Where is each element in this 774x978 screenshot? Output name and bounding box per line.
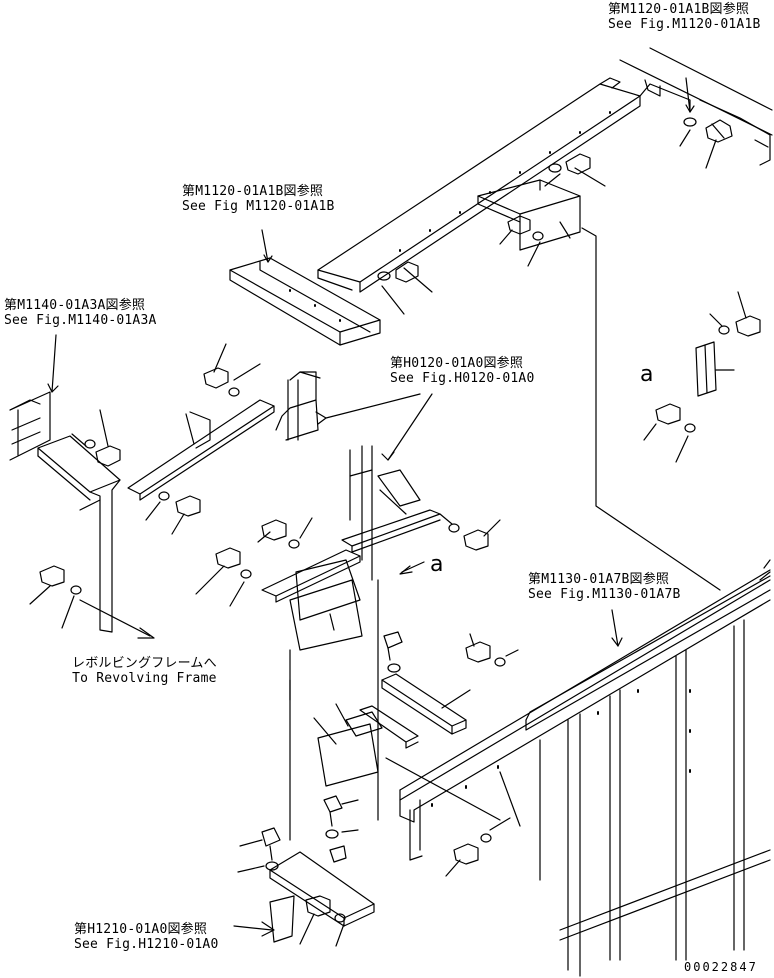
upper-left-horizontal-bracket	[127, 399, 275, 501]
left-frame-bracket	[9, 334, 59, 461]
bolt-channel	[377, 261, 433, 315]
ref-top-right-jp: 第M1120-01A1B図参照	[608, 2, 750, 17]
ref-upper-mid-jp: 第M1120-01A1B図参照	[182, 184, 324, 199]
revolving-frame-note: レボルビングフレームへ To Revolving Frame	[72, 656, 217, 686]
bolt-bottom-c	[299, 895, 346, 947]
ref-top-right-en: See Fig.M1120-01A1B	[608, 17, 761, 32]
ref-center-en: See Fig.H0120-01A0	[390, 371, 535, 386]
ref-left-jp: 第M1140-01A3A図参照	[4, 298, 146, 313]
ref-upper-mid: 第M1120-01A1B図参照 See Fig M1120-01A1B	[182, 184, 335, 214]
bolt-lower-center-b	[465, 633, 519, 667]
ref-center-jp: 第H0120-01A0図参照	[390, 356, 524, 371]
bolt-upper-left-a	[203, 343, 261, 397]
left-t-bracket	[37, 435, 121, 633]
center-plate-bracket	[261, 509, 441, 651]
ref-bottom: 第H1210-01A0図参照 See Fig.H1210-01A0	[74, 922, 218, 952]
revolving-frame-en: To Revolving Frame	[72, 671, 217, 686]
view-mark-center: a	[430, 552, 444, 577]
bolt-bottom-b	[323, 795, 359, 839]
lower-center-bracket	[313, 673, 501, 821]
bolt-center-a	[257, 517, 313, 549]
view-mark-right: a	[640, 362, 654, 387]
arrow-view-a-center	[399, 561, 425, 575]
ref-left-en: See Fig.M1140-01A3A	[4, 313, 157, 328]
ref-right-rail-jp: 第M1130-01A7B図参照	[528, 572, 670, 587]
ref-upper-mid-en: See Fig M1120-01A1B	[182, 199, 335, 214]
ref-left: 第M1140-01A3A図参照 See Fig.M1140-01A3A	[4, 298, 157, 328]
bolt-mid-upper	[544, 153, 606, 187]
upper-right-bracket	[619, 47, 773, 166]
bolt-left-lower	[29, 565, 82, 629]
bottom-step-bracket	[233, 845, 375, 943]
ref-center: 第H0120-01A0図参照 See Fig.H0120-01A0	[390, 356, 534, 386]
ref-bottom-en: See Fig.H1210-01A0	[74, 937, 219, 952]
arrow-to-revolving-frame	[79, 599, 155, 639]
ref-bottom-jp: 第H1210-01A0図参照	[74, 922, 208, 937]
middle-box-bracket	[477, 179, 581, 251]
bolt-right-a	[709, 291, 761, 337]
ref-top-right: 第M1120-01A1B図参照 See Fig.M1120-01A1B	[608, 2, 761, 32]
bolt-center-c	[439, 513, 501, 551]
handrail-assembly	[399, 559, 771, 977]
bolt-upper-left-b	[145, 491, 201, 535]
center-vertical-post	[349, 445, 421, 581]
center-bracket-h0120	[275, 371, 433, 461]
bolt-center-b	[195, 547, 252, 607]
bolt-top-right	[679, 117, 733, 169]
revolving-frame-jp: レボルビングフレームへ	[72, 656, 217, 671]
right-small-bracket	[695, 341, 735, 397]
bolt-lower-right	[445, 817, 511, 877]
upper-cross-member	[317, 77, 641, 293]
drawing-number: 00022847	[684, 960, 758, 974]
leader-lines	[289, 227, 721, 841]
bolt-right-b	[643, 403, 696, 463]
channel-member-left	[229, 229, 381, 346]
bolt-lower-center-a	[383, 631, 403, 673]
bolt-mid-lower	[499, 215, 544, 267]
bolt-bottom-a	[237, 827, 281, 873]
bolt-left-upper	[71, 409, 121, 467]
ref-right-rail-en: See Fig.M1130-01A7B	[528, 587, 681, 602]
ref-right-rail: 第M1130-01A7B図参照 See Fig.M1130-01A7B	[528, 572, 681, 602]
